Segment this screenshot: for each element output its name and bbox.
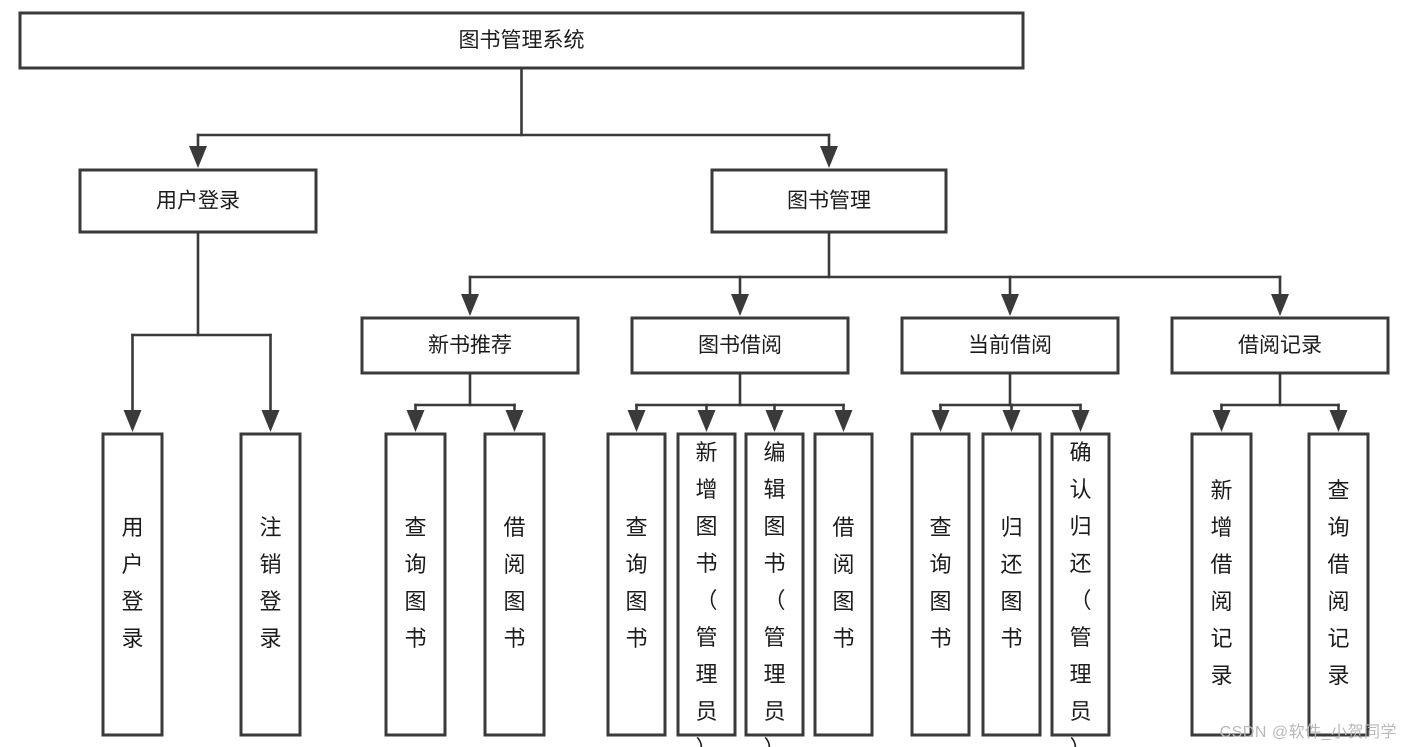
node-box-n_records[interactable] [1170,316,1390,375]
node-n_borrow[interactable]: 图书借阅 [630,316,850,375]
node-box-l_query_book_b[interactable] [606,432,667,737]
arrow-head-icon [834,410,853,432]
node-l_borrow_book_b[interactable]: 借阅图书 [813,432,874,737]
node-box-l_user_login[interactable] [101,432,164,737]
arrow-head-icon [189,146,207,168]
node-l_query_book_c[interactable]: 查询图书 [910,432,971,737]
arrow-head-icon [1329,410,1348,432]
node-label-n_current: 当前借阅 [968,334,1052,357]
arrow-head-icon [406,410,425,432]
node-box-l_query_book_a[interactable] [384,432,447,737]
node-label-root: 图书管理系统 [459,29,585,52]
node-label-n_new_books: 新书推荐 [428,334,512,357]
node-box-l_confirm_return[interactable] [1050,432,1111,737]
arrow-head-icon [1071,410,1090,432]
node-label-l_query_book_c: 查询图书 [929,515,951,651]
arrow-head-icon [820,146,838,168]
arrow-head-icon [1002,410,1021,432]
node-label-l_borrow_book_a: 借阅图书 [503,515,525,651]
arrow-head-icon [627,410,646,432]
node-l_return_book[interactable]: 归还图书 [981,432,1042,737]
node-l_user_login[interactable]: 用户登录 [101,432,164,737]
node-n_new_books[interactable]: 新书推荐 [360,316,580,375]
arrow-head-icon [505,410,524,432]
node-box-l_borrow_book_b[interactable] [813,432,874,737]
node-box-l_query_book_c[interactable] [910,432,971,737]
node-box-n_new_books[interactable] [360,316,580,375]
node-box-l_borrow_book_a[interactable] [483,432,546,737]
node-label-l_query_book_b: 查询图书 [625,515,647,651]
node-box-n_book_mgmt[interactable] [710,168,948,234]
node-n_records[interactable]: 借阅记录 [1170,316,1390,375]
node-box-l_add_book[interactable] [676,432,737,737]
node-label-n_book_mgmt: 图书管理 [787,190,871,213]
node-label-n_records: 借阅记录 [1238,334,1322,357]
node-box-l_edit_book[interactable] [744,432,805,737]
node-box-root[interactable] [18,11,1025,70]
node-n_book_mgmt[interactable]: 图书管理 [710,168,948,234]
node-label-l_edit_book: 编辑图书（管理员） [763,440,785,747]
arrow-head-icon [1271,294,1289,316]
node-label-l_add_book: 新增图书（管理员） [695,440,717,747]
arrow-head-icon [931,410,950,432]
arrow-head-icon [1001,294,1019,316]
node-label-l_confirm_return: 确认归还（管理员） [1069,440,1091,747]
node-box-n_borrow[interactable] [630,316,850,375]
arrow-head-icon [1212,410,1231,432]
node-l_logout[interactable]: 注销登录 [239,432,302,737]
node-l_add_book[interactable]: 新增图书（管理员） [676,432,737,747]
node-label-l_borrow_book_b: 借阅图书 [832,515,854,651]
arrow-head-icon [261,410,280,432]
node-n_current[interactable]: 当前借阅 [900,316,1120,375]
node-label-l_query_record: 查询借阅记录 [1327,478,1349,688]
arrow-head-icon [461,294,479,316]
node-l_edit_book[interactable]: 编辑图书（管理员） [744,432,805,747]
node-l_borrow_book_a[interactable]: 借阅图书 [483,432,546,737]
node-label-l_logout: 注销登录 [259,515,281,651]
node-box-l_query_record[interactable] [1307,432,1370,737]
node-label-n_user_login: 用户登录 [156,190,240,213]
node-label-l_user_login: 用户登录 [121,515,143,651]
node-layer: 图书管理系统用户登录图书管理新书推荐图书借阅当前借阅借阅记录用户登录注销登录查询… [18,11,1390,747]
connector-layer [123,66,1348,432]
node-l_add_record[interactable]: 新增借阅记录 [1190,432,1253,737]
arrow-head-icon [123,410,142,432]
node-l_query_record[interactable]: 查询借阅记录 [1307,432,1370,737]
arrow-head-icon [765,410,784,432]
node-l_query_book_b[interactable]: 查询图书 [606,432,667,737]
node-box-l_return_book[interactable] [981,432,1042,737]
arrow-head-icon [697,410,716,432]
node-n_user_login[interactable]: 用户登录 [78,168,318,234]
node-label-l_query_book_a: 查询图书 [404,515,426,651]
node-label-l_add_record: 新增借阅记录 [1210,478,1232,688]
node-label-l_return_book: 归还图书 [1000,515,1022,651]
node-label-n_borrow: 图书借阅 [698,334,782,357]
node-box-l_logout[interactable] [239,432,302,737]
node-l_query_book_a[interactable]: 查询图书 [384,432,447,737]
node-box-n_current[interactable] [900,316,1120,375]
node-box-l_add_record[interactable] [1190,432,1253,737]
node-root[interactable]: 图书管理系统 [18,11,1025,70]
csdn-watermark: CSDN @软件_小贺同学 [1219,724,1397,741]
node-box-n_user_login[interactable] [78,168,318,234]
arrow-head-icon [731,294,749,316]
node-l_confirm_return[interactable]: 确认归还（管理员） [1050,432,1111,747]
